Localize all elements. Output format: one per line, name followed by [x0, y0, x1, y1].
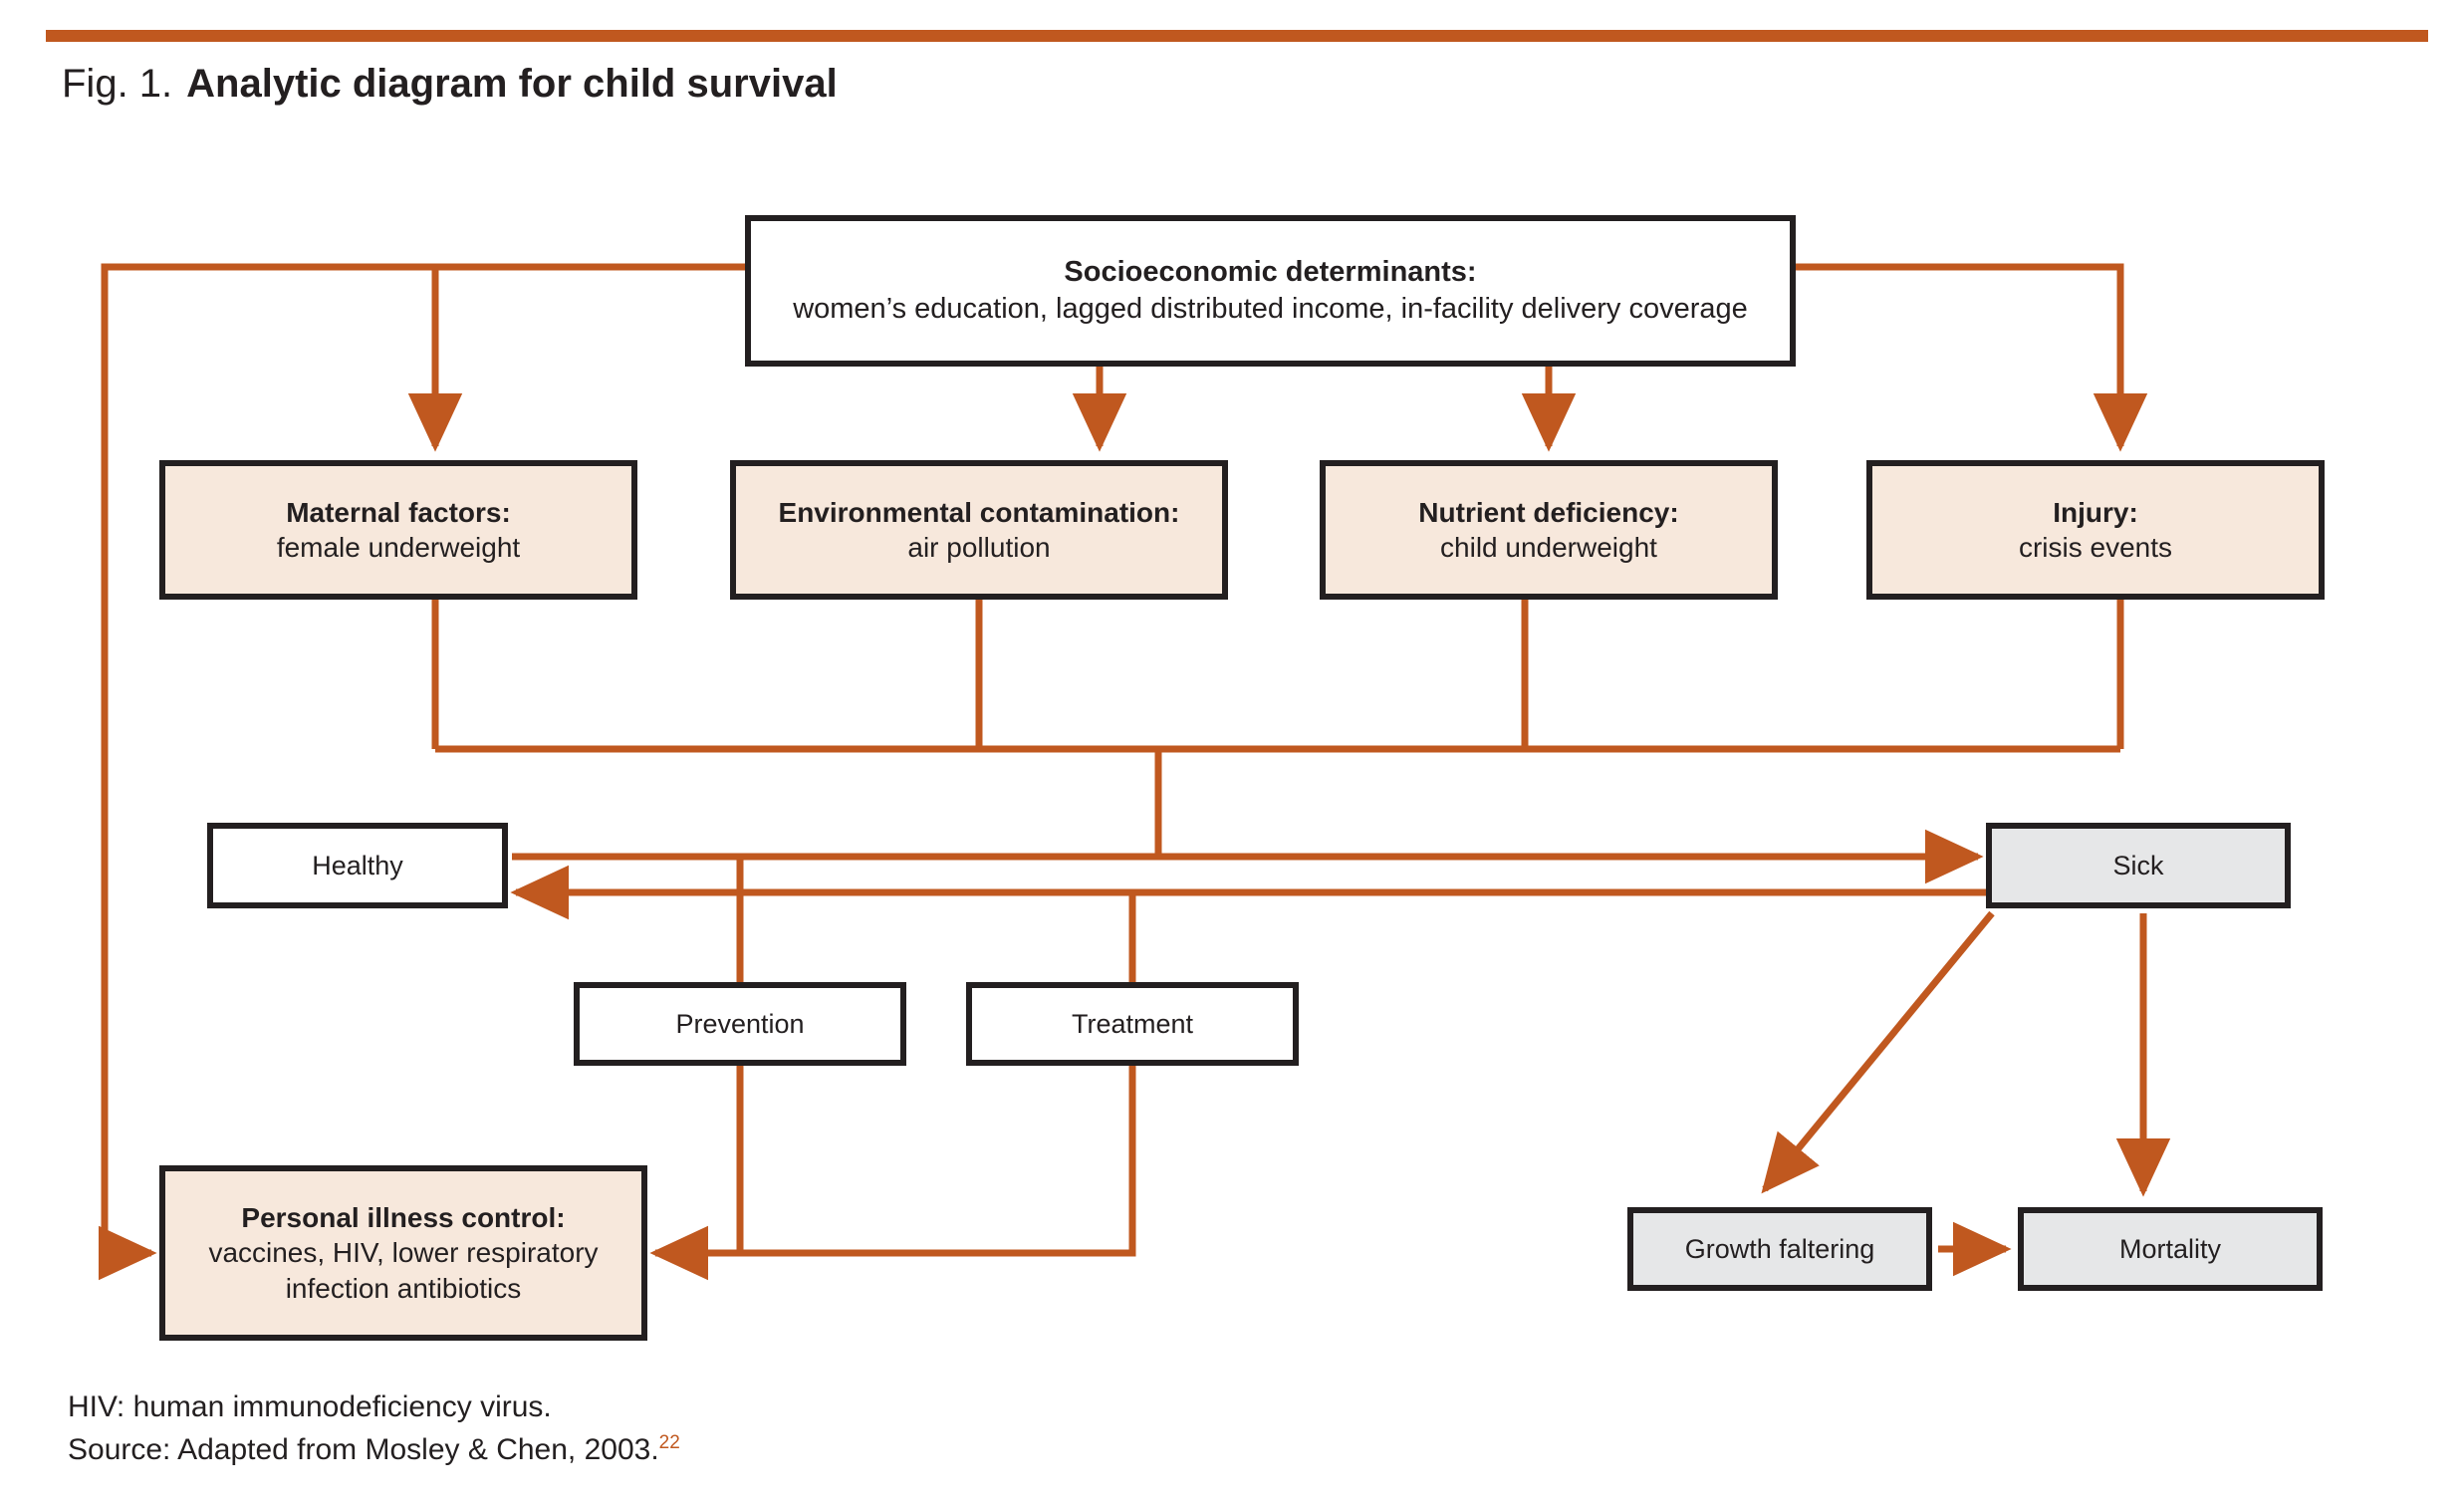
node-nutrient-subtitle: child underweight — [1440, 532, 1657, 563]
node-personal-illness-control-line2: vaccines, HIV, lower respiratory — [208, 1237, 599, 1269]
node-sick-label: Sick — [2112, 850, 2164, 880]
node-treatment-label: Treatment — [1071, 1008, 1194, 1039]
footnote-source: Source: Adapted from Mosley & Chen, 2003… — [68, 1432, 659, 1466]
node-growth-faltering[interactable]: Growth faltering — [1627, 1207, 1932, 1291]
node-environmental-subtitle: air pollution — [907, 532, 1051, 563]
node-environmental-title: Environmental contamination: — [778, 496, 1180, 528]
node-sick[interactable]: Sick — [1986, 823, 2291, 908]
node-personal-illness-control-title: Personal illness control: — [241, 1202, 566, 1234]
edge-treatment-to-personal-illness-control — [697, 892, 1136, 1257]
footnote-source-line: Source: Adapted from Mosley & Chen, 2003… — [68, 1429, 680, 1472]
edge-sick-to-growth-faltering — [1761, 910, 1995, 1194]
node-treatment[interactable]: Treatment — [966, 982, 1299, 1066]
footnote-abbreviation: HIV: human immunodeficiency virus. — [68, 1390, 552, 1423]
node-socioeconomic-title: Socioeconomic determinants: — [1064, 256, 1477, 289]
node-maternal-subtitle: female underweight — [276, 532, 521, 563]
node-injury-title: Injury: — [2053, 496, 2138, 528]
figure-label: Fig. 1. — [62, 62, 173, 106]
node-injury[interactable]: Injury: crisis events — [1866, 460, 2325, 600]
edge-socio-to-personal-illness-control — [98, 263, 745, 1281]
node-prevention[interactable]: Prevention — [574, 982, 906, 1066]
node-nutrient-title: Nutrient deficiency: — [1418, 496, 1679, 528]
node-nutrient-deficiency[interactable]: Nutrient deficiency: child underweight — [1320, 460, 1778, 600]
node-mortality-label: Mortality — [2118, 1233, 2221, 1264]
footnote-source-ref: 22 — [658, 1431, 680, 1453]
figure-footnotes: HIV: human immunodeficiency virus. Sourc… — [68, 1386, 680, 1471]
node-prevention-label: Prevention — [675, 1008, 805, 1039]
node-healthy-label: Healthy — [312, 850, 403, 880]
accent-rule — [46, 30, 2428, 42]
figure-caption: Fig. 1. Analytic diagram for child surviv… — [62, 62, 838, 107]
node-socioeconomic-subtitle: women’s education, lagged distributed in… — [793, 293, 1748, 325]
node-mortality[interactable]: Mortality — [2018, 1207, 2323, 1291]
node-socioeconomic-determinants[interactable]: Socioeconomic determinants: women’s educ… — [745, 215, 1796, 367]
node-personal-illness-control[interactable]: Personal illness control: vaccines, HIV,… — [159, 1165, 647, 1341]
node-environmental-contamination[interactable]: Environmental contamination: air polluti… — [730, 460, 1228, 600]
node-injury-subtitle: crisis events — [2018, 532, 2173, 563]
node-growth-faltering-label: Growth faltering — [1684, 1233, 1875, 1264]
node-healthy[interactable]: Healthy — [207, 823, 508, 908]
node-personal-illness-control-line3: infection antibiotics — [285, 1272, 522, 1304]
node-maternal-factors[interactable]: Maternal factors: female underweight — [159, 460, 637, 600]
figure-title: Analytic diagram for child survival — [186, 62, 838, 106]
edge-socio-to-injury — [1796, 263, 2148, 452]
node-maternal-title: Maternal factors: — [286, 496, 511, 528]
